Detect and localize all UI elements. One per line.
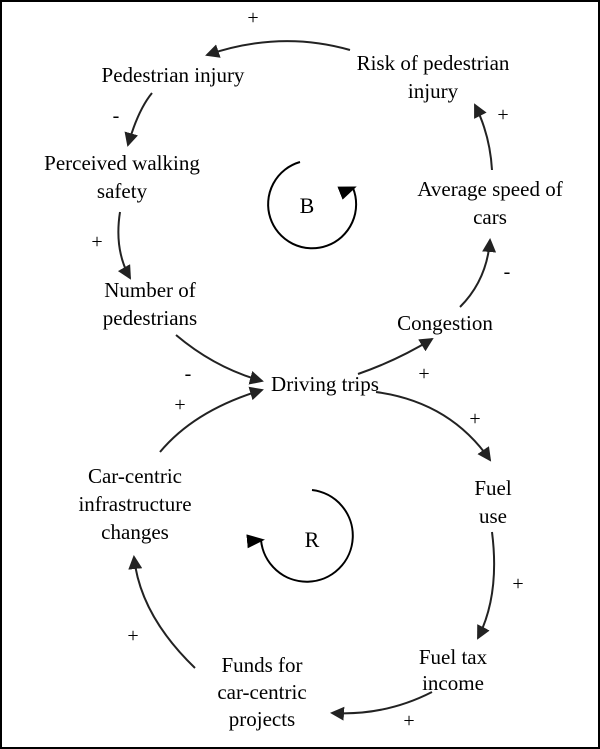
pedestrians-label-line2: pedestrians <box>103 306 197 330</box>
risk-label-line2: injury <box>408 79 459 103</box>
speed-label-line1: Average speed of <box>417 177 562 201</box>
safety-label-line2: safety <box>97 179 148 203</box>
polarity-infra-to-trips: + <box>174 394 185 416</box>
link-infra-to-trips <box>159 386 264 453</box>
variable-average-speed-of-cars: Average speed of cars <box>417 177 562 229</box>
polarity-funds-to-infra: + <box>127 625 138 647</box>
link-risk-to-injury <box>205 40 351 58</box>
fuel-use-label-line1: Fuel <box>474 476 512 500</box>
polarity-speed-to-risk: + <box>497 104 508 126</box>
link-funds-to-infra <box>128 555 196 669</box>
link-trips-to-fuel-use <box>375 391 492 462</box>
link-pedestrians-to-trips <box>175 334 264 385</box>
fuel-tax-label-line2: income <box>422 671 484 695</box>
link-tax-to-funds <box>330 691 433 721</box>
infra-label-line1: Car-centric <box>88 464 182 488</box>
polarity-tax-to-funds: + <box>403 710 414 732</box>
variable-pedestrian-injury: Pedestrian injury <box>102 63 245 87</box>
balancing-loop-arrow <box>267 161 358 250</box>
variable-fuel-tax-income: Fuel tax income <box>419 645 488 695</box>
infra-label-line2: infrastructure <box>78 492 191 516</box>
polarity-pedestrians-to-trips: - <box>185 363 192 385</box>
safety-label-line1: Perceived walking <box>44 151 200 175</box>
infra-label-line3: changes <box>101 520 169 544</box>
polarity-trips-to-congestion: + <box>418 363 429 385</box>
link-congestion-to-speed <box>459 238 497 308</box>
variable-risk-of-pedestrian-injury: Risk of pedestrian injury <box>357 51 510 103</box>
polarity-safety-to-pedestrians: + <box>91 231 102 253</box>
link-speed-to-risk <box>474 103 493 171</box>
speed-label-line2: cars <box>473 205 507 229</box>
reinforcing-loop: R <box>246 489 354 583</box>
balancing-loop-label: B <box>300 193 315 218</box>
variable-congestion: Congestion <box>397 311 493 335</box>
polarity-trips-to-fuel-use: + <box>469 408 480 430</box>
funds-label-line3: projects <box>229 707 295 731</box>
pedestrians-label-line1: Number of <box>104 278 196 302</box>
variable-funds-for-car-centric-projects: Funds for car-centric projects <box>217 653 306 731</box>
variable-car-centric-infrastructure-changes: Car-centric infrastructure changes <box>78 464 191 544</box>
polarity-risk-to-injury: + <box>247 7 258 29</box>
link-trips-to-congestion <box>357 337 434 375</box>
balancing-loop: B <box>267 161 358 250</box>
reinforcing-loop-arrow <box>246 489 354 583</box>
risk-label-line1: Risk of pedestrian <box>357 51 510 75</box>
reinforcing-loop-label: R <box>305 527 320 552</box>
link-injury-to-safety <box>124 92 153 147</box>
funds-label-line2: car-centric <box>217 680 306 704</box>
variable-driving-trips: Driving trips <box>271 372 379 396</box>
variable-fuel-use: Fuel use <box>474 476 512 528</box>
link-fuel-use-to-tax <box>477 531 496 640</box>
polarity-congestion-to-speed: - <box>504 261 511 283</box>
variable-number-of-pedestrians: Number of pedestrians <box>103 278 197 330</box>
link-safety-to-pedestrians <box>117 211 131 280</box>
polarity-fuel-use-to-tax: + <box>512 573 523 595</box>
polarity-injury-to-safety: - <box>113 105 120 127</box>
variable-perceived-walking-safety: Perceived walking safety <box>44 151 200 203</box>
fuel-use-label-line2: use <box>479 504 507 528</box>
funds-label-line1: Funds for <box>221 653 302 677</box>
fuel-tax-label-line1: Fuel tax <box>419 645 488 669</box>
